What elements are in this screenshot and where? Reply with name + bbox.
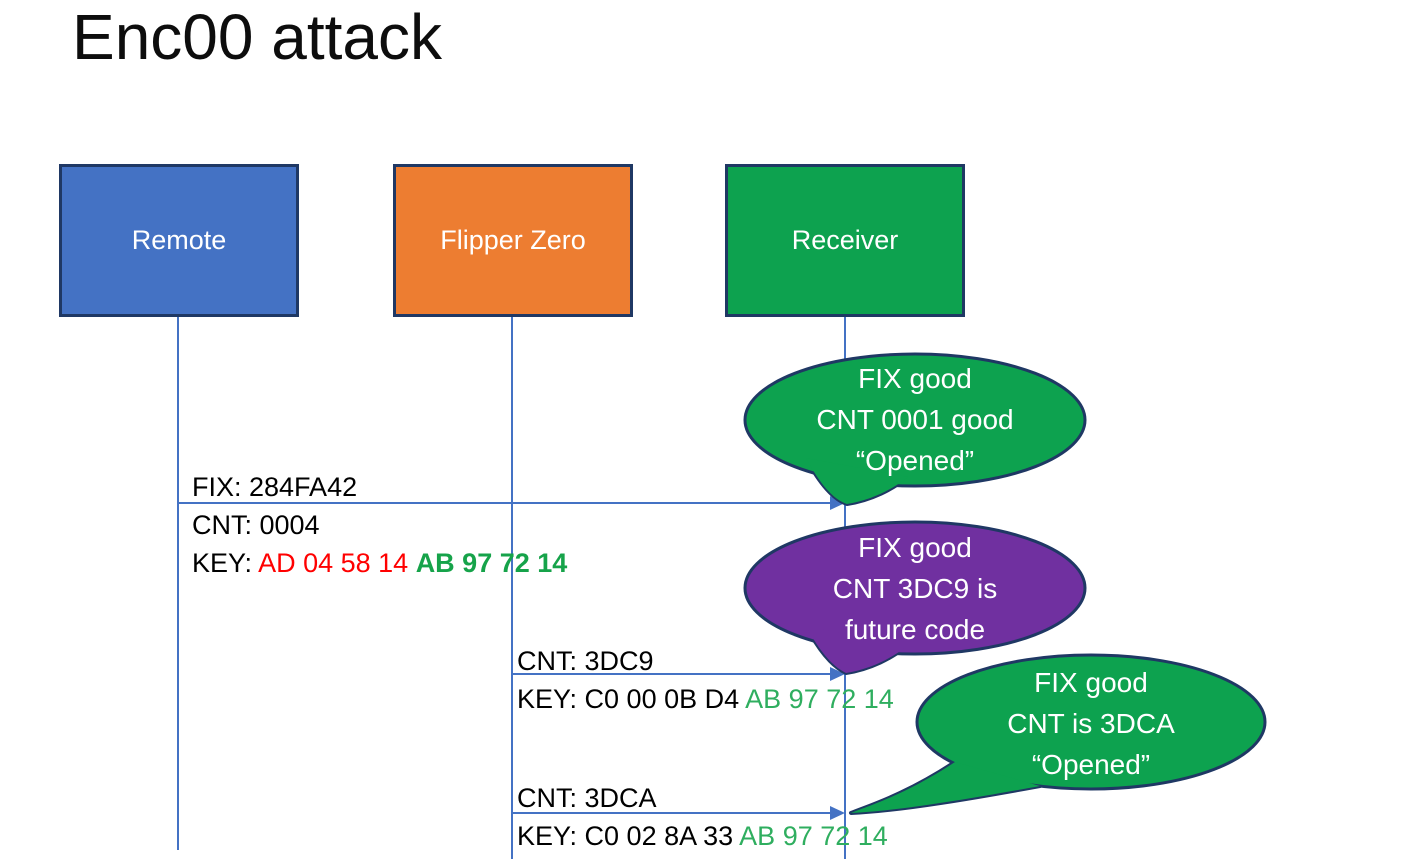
actor-box-remote: Remote (59, 164, 299, 317)
message-3-key: KEY: C0 02 8A 33 AB 97 72 14 (517, 817, 888, 855)
arrow-shaft (512, 812, 835, 814)
callout-2-line1: FIX good (858, 532, 972, 563)
message-3-cnt: CNT: 3DCA (517, 783, 657, 813)
message-2-key: KEY: C0 00 0B D4 AB 97 72 14 (517, 680, 894, 718)
callout-3-text: FIX good CNT is 3DCA “Opened” (921, 662, 1261, 785)
lifeline-remote (177, 317, 179, 850)
message-1-cnt: CNT: 0004 (192, 510, 320, 540)
key-fixed-bytes: AB 97 72 14 (415, 548, 568, 578)
actor-label-flipper-zero: Flipper Zero (440, 225, 586, 255)
callout-2-text: FIX good CNT 3DC9 is future code (745, 527, 1085, 650)
callout-bubble-opened-1 (743, 352, 1087, 506)
message-2-payload: CNT: 3DC9 KEY: C0 00 0B D4 AB 97 72 14 (517, 642, 894, 718)
key-fixed-bytes: AB 97 72 14 (739, 821, 888, 851)
actor-label-remote: Remote (131, 225, 227, 255)
actor-label-receiver: Receiver (791, 225, 899, 255)
key-changed-bytes: AD 04 58 14 (258, 548, 416, 578)
callout-1-line3: “Opened” (855, 445, 975, 476)
actor-box-receiver: Receiver (725, 164, 965, 317)
arrow-shaft (512, 673, 835, 675)
callout-3-line3: “Opened” (1031, 749, 1151, 780)
callout-2-line2: CNT 3DC9 is (832, 573, 998, 604)
callout-3-line1: FIX good (1034, 667, 1148, 698)
message-3-payload: CNT: 3DCA KEY: C0 02 8A 33 AB 97 72 14 (517, 779, 888, 855)
message-1-fix: FIX: 284FA42 (192, 472, 358, 502)
slide-title: Enc00 attack (72, 1, 442, 73)
arrowhead-icon (830, 806, 845, 820)
callout-3-line2: CNT is 3DCA (1007, 708, 1175, 739)
callout-1-line2: CNT 0001 good (816, 404, 1014, 435)
callout-1-line1: FIX good (858, 363, 972, 394)
key-label: KEY: C0 00 0B D4 (517, 684, 746, 714)
message-2-cnt: CNT: 3DC9 (517, 646, 654, 676)
key-label: KEY: C0 02 8A 33 (517, 821, 740, 851)
key-label: KEY: (192, 548, 259, 578)
message-1-payload: FIX: 284FA42 CNT: 0004 KEY: AD 04 58 14 … (192, 468, 567, 582)
lifeline-flipper-zero (511, 317, 513, 859)
arrow-shaft (178, 502, 835, 504)
callout-bubble-future-code (743, 520, 1087, 675)
callout-2-line3: future code (844, 614, 986, 645)
message-1-key: KEY: AD 04 58 14 AB 97 72 14 (192, 544, 567, 582)
actor-box-flipper-zero: Flipper Zero (393, 164, 633, 317)
key-fixed-bytes: AB 97 72 14 (745, 684, 894, 714)
message-arrow-flipper-to-receiver-2 (512, 806, 845, 820)
callout-1-text: FIX good CNT 0001 good “Opened” (745, 358, 1085, 481)
callout-bubble-opened-2 (849, 653, 1267, 815)
